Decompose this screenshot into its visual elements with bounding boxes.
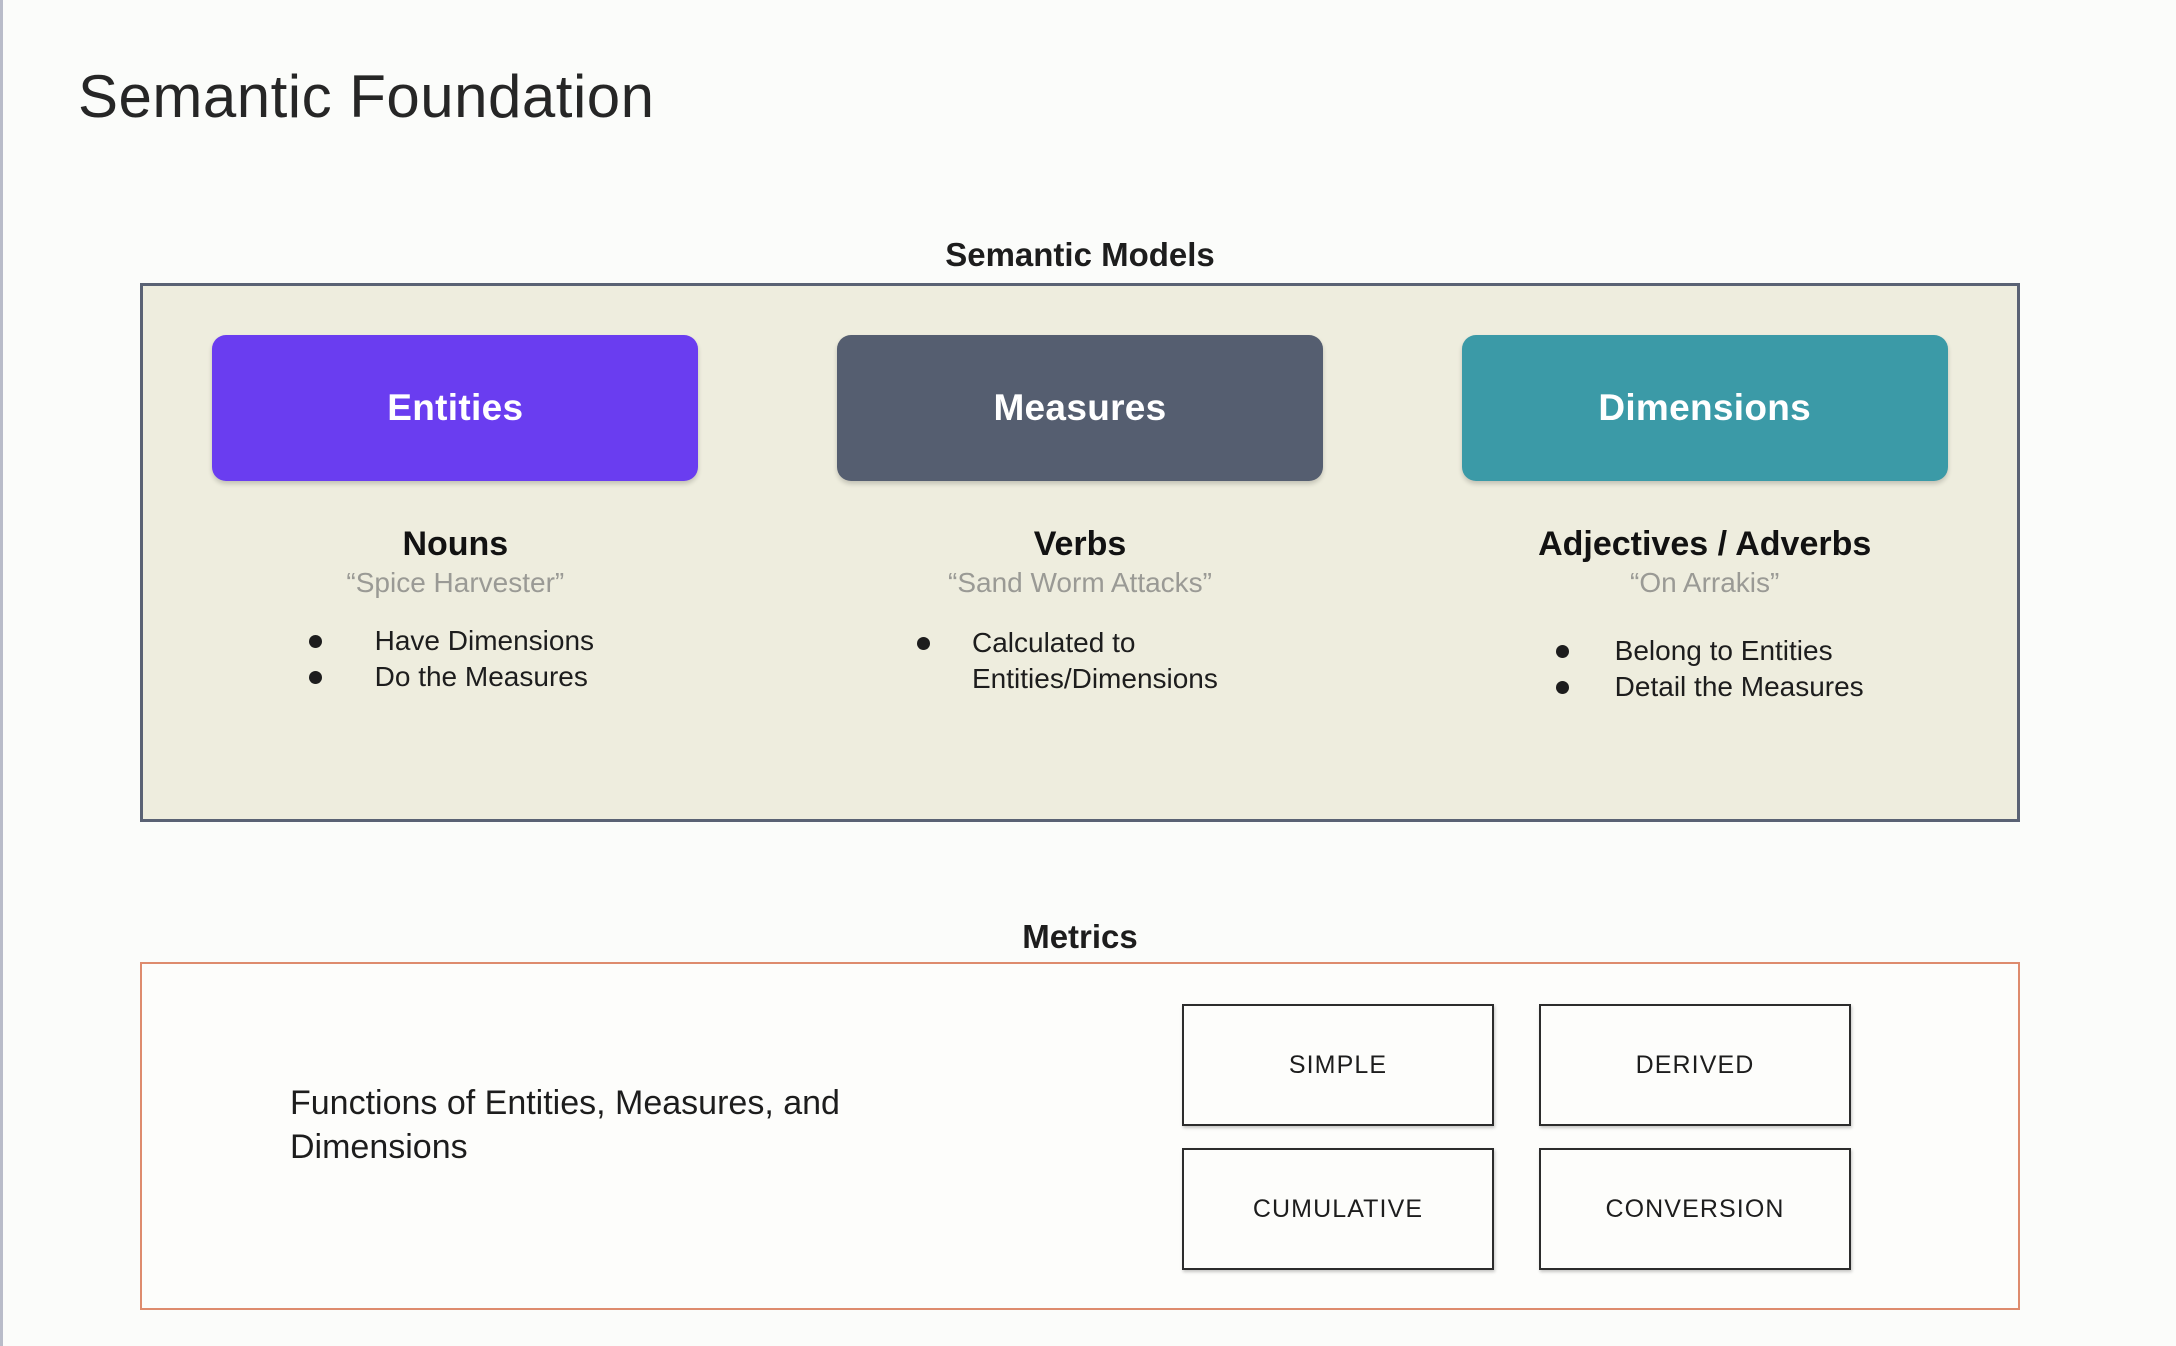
bullet-icon xyxy=(917,637,930,651)
dimensions-example: “On Arrakis” xyxy=(1630,566,1780,598)
list-item: Belong to Entities xyxy=(1555,633,1864,669)
metrics-panel: Functions of Entities, Measures, and Dim… xyxy=(140,962,2020,1310)
dimensions-bullet-1: Detail the Measures xyxy=(1614,670,1864,702)
semantic-model-column-entities: Entities Nouns “Spice Harvester” Have Di… xyxy=(143,286,768,819)
bullet-icon xyxy=(308,670,322,684)
bullet-icon xyxy=(1555,680,1569,694)
entities-chip[interactable]: Entities xyxy=(212,335,699,481)
semantic-model-column-dimensions: Dimensions Adjectives / Adverbs “On Arra… xyxy=(1392,286,2017,819)
list-item: Detail the Measures xyxy=(1555,669,1864,705)
bullet-icon xyxy=(1555,645,1569,659)
metrics-heading: Metrics xyxy=(1022,918,1138,955)
dimensions-chip-label: Dimensions xyxy=(1598,387,1812,428)
page-title: Semantic Foundation xyxy=(78,63,655,130)
entities-bullet-1: Do the Measures xyxy=(374,660,588,692)
semantic-models-heading: Semantic Models xyxy=(945,236,1215,273)
semantic-model-column-measures: Measures Verbs “Sand Worm Attacks” Calcu… xyxy=(768,286,1393,819)
metric-type-simple[interactable]: SIMPLE xyxy=(1182,1004,1494,1126)
metric-type-conversion[interactable]: CONVERSION xyxy=(1539,1148,1851,1270)
entities-part-of-speech: Nouns xyxy=(402,525,509,563)
entities-example: “Spice Harvester” xyxy=(346,566,565,598)
list-item: Do the Measures xyxy=(308,659,594,695)
measures-bullet-0: Calculated to Entities/Dimensions xyxy=(972,627,1218,694)
dimensions-bullet-list: Belong to Entities Detail the Measures xyxy=(1555,633,1864,705)
entities-bullet-list: Have Dimensions Do the Measures xyxy=(308,623,595,695)
metric-type-simple-label: SIMPLE xyxy=(1288,1050,1388,1079)
measures-bullet-list: Calculated to Entities/Dimensions xyxy=(917,625,1247,696)
metrics-description: Functions of Entities, Measures, and Dim… xyxy=(290,1084,840,1166)
dimensions-part-of-speech: Adjectives / Adverbs xyxy=(1538,525,1872,563)
metric-type-cumulative-label: CUMULATIVE xyxy=(1252,1194,1424,1223)
entities-bullet-0: Have Dimensions xyxy=(374,625,595,657)
metric-type-conversion-label: CONVERSION xyxy=(1605,1194,1785,1223)
dimensions-chip[interactable]: Dimensions xyxy=(1461,335,1948,481)
entities-chip-label: Entities xyxy=(387,387,524,428)
metric-type-cumulative[interactable]: CUMULATIVE xyxy=(1182,1148,1494,1270)
slide-left-edge xyxy=(0,0,3,1346)
metric-type-grid: SIMPLE DERIVED CUMULATIVE CONVERSION xyxy=(1182,1004,1851,1270)
semantic-models-columns: Entities Nouns “Spice Harvester” Have Di… xyxy=(143,286,2017,819)
metric-type-derived[interactable]: DERIVED xyxy=(1539,1004,1851,1126)
semantic-models-panel: Entities Nouns “Spice Harvester” Have Di… xyxy=(140,283,2020,822)
bullet-icon xyxy=(308,635,322,649)
measures-example: “Sand Worm Attacks” xyxy=(948,566,1213,598)
metric-type-derived-label: DERIVED xyxy=(1635,1050,1755,1079)
measures-part-of-speech: Verbs xyxy=(1033,525,1127,563)
measures-chip[interactable]: Measures xyxy=(837,335,1323,481)
list-item: Calculated to Entities/Dimensions xyxy=(917,625,1247,696)
list-item: Have Dimensions xyxy=(308,623,595,659)
dimensions-bullet-0: Belong to Entities xyxy=(1614,635,1833,667)
measures-chip-label: Measures xyxy=(993,387,1167,428)
